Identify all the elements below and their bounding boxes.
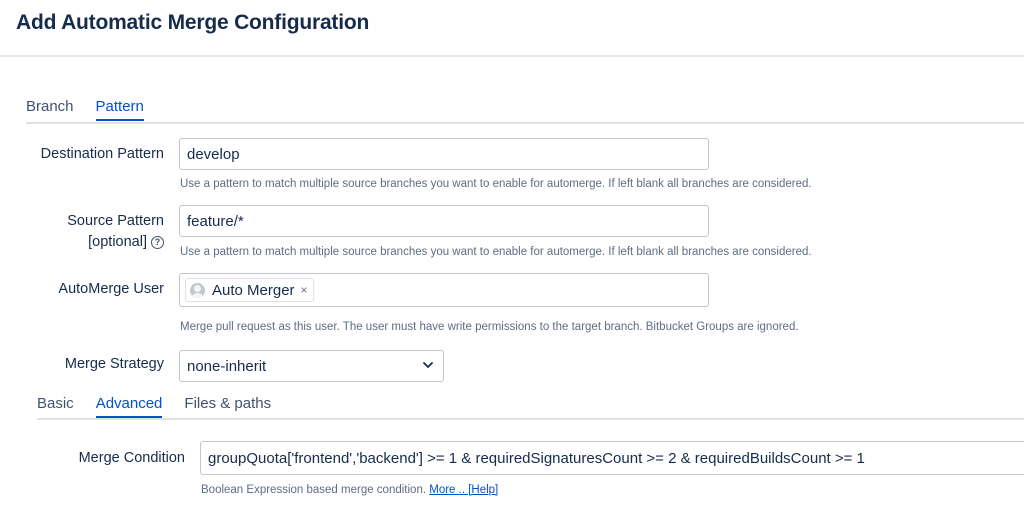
destination-pattern-value: develop (187, 145, 240, 163)
tabs-divider (26, 122, 1024, 124)
tab-advanced[interactable]: Advanced (95, 395, 163, 418)
merge-strategy-label: Merge Strategy (64, 356, 164, 372)
source-pattern-label-text: Source Pattern (67, 213, 164, 229)
user-avatar-icon (190, 282, 205, 298)
merge-strategy-select[interactable]: none-inherit (179, 350, 444, 382)
page-title: Add Automatic Merge Configuration (16, 11, 370, 34)
automerge-user-help: Merge pull request as this user. The use… (180, 321, 799, 333)
destination-pattern-label: Destination Pattern (40, 146, 164, 162)
optional-text: [optional] (88, 234, 147, 250)
merge-condition-help: Boolean Expression based merge condition… (201, 484, 498, 496)
settings-tabs: Basic Advanced Files & paths (37, 395, 293, 418)
chevron-down-icon (423, 362, 433, 368)
tab-branch[interactable]: Branch (26, 98, 74, 115)
tab-basic[interactable]: Basic (37, 395, 74, 412)
question-circle-icon[interactable]: ? (151, 235, 164, 249)
merge-condition-input[interactable]: groupQuota['frontend','backend'] >= 1 & … (200, 441, 1024, 475)
page-header: Add Automatic Merge Configuration (0, 0, 1024, 57)
source-pattern-optional-label: [optional]? (20, 232, 164, 253)
merge-condition-label: Merge Condition (78, 450, 185, 466)
merge-condition-value: groupQuota['frontend','backend'] >= 1 & … (208, 449, 865, 467)
tab-pattern[interactable]: Pattern (95, 98, 144, 121)
settings-tabs-divider (37, 418, 1024, 420)
source-pattern-value: feature/* (187, 212, 244, 230)
merge-strategy-value: none-inherit (187, 357, 267, 375)
tab-files-paths[interactable]: Files & paths (184, 395, 272, 412)
automerge-user-picker[interactable]: Auto Merger × (179, 273, 709, 307)
destination-pattern-input[interactable]: develop (179, 138, 709, 170)
source-pattern-help: Use a pattern to match multiple source b… (180, 246, 812, 258)
mode-tabs: Branch Pattern (26, 98, 166, 121)
user-chip: Auto Merger × (185, 278, 314, 302)
source-pattern-input[interactable]: feature/* (179, 205, 709, 237)
remove-icon[interactable]: × (300, 283, 308, 297)
more-help-link[interactable]: More .. [Help] (429, 484, 499, 496)
user-chip-name: Auto Merger (212, 281, 295, 299)
merge-condition-help-text: Boolean Expression based merge condition… (201, 484, 427, 496)
destination-pattern-help: Use a pattern to match multiple source b… (180, 178, 812, 190)
source-pattern-label: Source Pattern (20, 211, 164, 232)
automerge-user-label: AutoMerge User (58, 281, 164, 297)
